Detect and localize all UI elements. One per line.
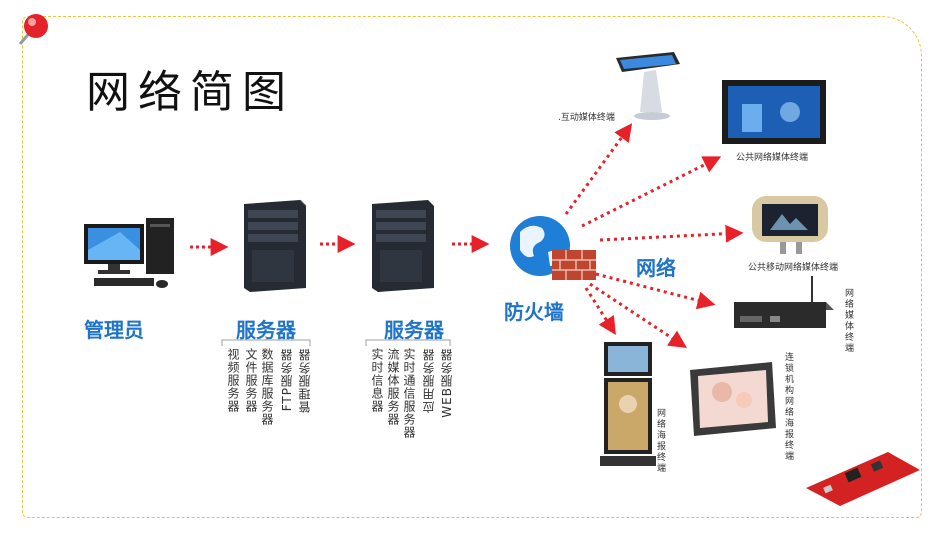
firewall-label: 防火墙 <box>504 300 564 324</box>
server-tower-icon <box>372 200 434 292</box>
terminal-label: 公共网络媒体终端 <box>736 153 809 163</box>
service-item: 管理服务器 <box>298 348 312 413</box>
terminal-label: 连锁机构网络海报终端 <box>783 352 793 462</box>
pushpin-icon <box>18 14 48 45</box>
touch-kiosk-icon <box>616 52 680 120</box>
server-label: 服务器 <box>236 318 296 342</box>
page-border <box>22 16 922 518</box>
brick-wall-icon <box>552 250 596 280</box>
media-box-icon <box>734 276 834 328</box>
terminal-label: 网络海报终端 <box>655 408 665 474</box>
service-item: 应用服务器 <box>422 348 436 413</box>
server-label: 服务器 <box>384 318 444 342</box>
admin-label: 管理员 <box>84 318 144 342</box>
service-item: 实时信息器 <box>370 348 384 413</box>
service-item: 数据库服务器 <box>260 348 274 426</box>
terminal-label: 公共移动网络媒体终端 <box>748 263 839 273</box>
admin-computer-icon <box>84 218 174 288</box>
network-arrows <box>564 123 744 348</box>
service-item: 流媒体服务器 <box>386 348 400 426</box>
terminal-label: .互动媒体终端 <box>558 113 615 123</box>
monitor-icon <box>722 80 826 144</box>
poster-screen-icon <box>600 342 656 466</box>
server-tower-icon <box>244 199 307 292</box>
photo-frame-icon <box>690 362 776 436</box>
service-bracket <box>221 336 451 346</box>
service-item: 视频服务器 <box>226 348 240 413</box>
service-item: 文件服务器 <box>244 348 258 413</box>
terminal-label: 网络媒体终端 <box>843 288 853 354</box>
headrest-screen-icon <box>752 196 828 254</box>
circuit-board-icon <box>806 452 920 506</box>
service-item: 实时通信服务器 <box>402 348 416 439</box>
network-label: 网络 <box>636 256 676 280</box>
flow-arrows <box>190 235 490 256</box>
page-title: 网络简图 <box>86 67 294 118</box>
service-item: WEB服务器 <box>440 348 454 418</box>
service-item: FTP服务器 <box>280 348 294 412</box>
